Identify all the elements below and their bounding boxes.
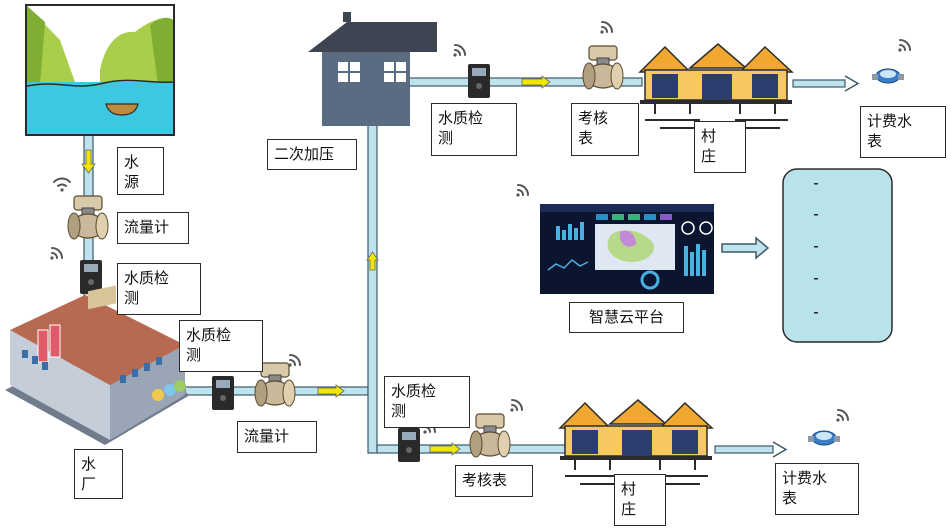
arrowhead-top-billing xyxy=(844,75,860,92)
platform-to-panel-arrow xyxy=(721,236,770,260)
label-water-source: 水 源 xyxy=(117,147,164,195)
label-flow-meter-bottom: 流量计 xyxy=(237,421,317,453)
check-meter-icon xyxy=(469,413,511,458)
water-quality-sensor-icon xyxy=(468,64,490,98)
wifi-signal-icon xyxy=(600,21,613,34)
pipe-top-to-billing xyxy=(792,79,846,88)
panel-markers xyxy=(814,183,818,314)
cloud-platform-dashboard xyxy=(540,204,714,294)
label-check-meter-top: 考核 表 xyxy=(571,103,639,156)
label-cloud-platform: 智慧云平台 xyxy=(569,302,684,333)
mountain-right-shadow xyxy=(150,17,173,86)
boat-icon xyxy=(105,103,139,116)
water-quality-sensor-icon xyxy=(80,260,102,294)
shore-line xyxy=(26,79,174,87)
label-flow-meter-top: 流量计 xyxy=(117,212,189,244)
label-water-quality-bottom: 水质检 测 xyxy=(384,376,470,428)
village-top-illustration xyxy=(638,43,794,129)
flow-arrow-right-icon xyxy=(429,442,461,456)
flow-meter-icon xyxy=(67,195,109,240)
water-source-illustration xyxy=(25,4,175,136)
flow-meter-icon xyxy=(254,362,296,407)
label-billing-meter-top: 计费水 表 xyxy=(860,106,946,158)
platform-output-panel xyxy=(782,168,893,343)
wifi-signal-icon xyxy=(510,399,523,412)
label-water-quality-plant: 水质检 测 xyxy=(179,320,263,372)
wifi-signal-icon xyxy=(50,247,63,260)
check-meter-icon xyxy=(582,45,624,90)
label-water-quality-top: 水质检 测 xyxy=(431,103,517,156)
wifi-icons xyxy=(50,21,911,434)
billing-water-meter-icon xyxy=(872,68,904,84)
label-village-top: 村 庄 xyxy=(694,121,746,173)
flow-arrow-right-icon xyxy=(521,75,551,89)
flow-arrow-right-icon xyxy=(317,384,345,398)
water-quality-sensor-icon xyxy=(212,376,234,410)
label-water-plant: 水 厂 xyxy=(74,449,123,499)
chimney-icon xyxy=(37,324,61,363)
wifi-signal-icon xyxy=(453,44,466,57)
lake-water xyxy=(27,82,173,134)
wifi-signal-icon xyxy=(836,409,849,422)
water-quality-sensor-icon xyxy=(398,428,420,462)
flow-arrow-up-icon xyxy=(366,251,379,271)
pipe-bottom-to-billing xyxy=(714,445,774,454)
label-water-quality-left: 水质检 测 xyxy=(117,263,201,315)
pressure-house-illustration xyxy=(308,12,437,126)
label-check-meter-bottom: 考核表 xyxy=(455,465,533,497)
label-billing-meter-bottom: 计费水 表 xyxy=(775,463,859,515)
arrowhead-bottom-billing xyxy=(772,441,788,458)
wifi-signal-icon xyxy=(53,177,71,192)
village-bottom-illustration xyxy=(558,399,714,485)
wifi-signal-icon xyxy=(516,184,529,197)
label-village-bottom: 村 庄 xyxy=(614,474,666,526)
flow-arrow-down-icon xyxy=(81,149,96,174)
mountain-left-shadow xyxy=(27,6,45,85)
wifi-signal-icon xyxy=(898,39,911,52)
flow-arrows xyxy=(81,75,551,456)
wifi-signal-icon xyxy=(288,354,301,367)
water-plant-illustration xyxy=(5,285,190,445)
label-secondary-pressure: 二次加压 xyxy=(267,139,357,170)
billing-water-meter-icon xyxy=(808,430,840,446)
